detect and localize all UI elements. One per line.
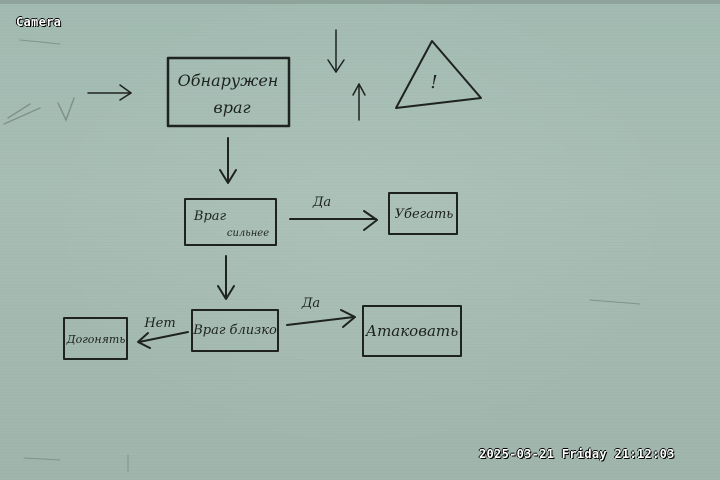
box-attack-label: Атаковать: [365, 322, 459, 340]
yes-label-flee: Да: [312, 195, 331, 210]
box-flee: Убегать: [388, 192, 458, 235]
board-smudge-marks: [23, 454, 129, 473]
arrow-yes-to-attack: Да: [286, 296, 356, 328]
arrow-down-top: [327, 29, 345, 73]
box-enemy-near-label: Враг близко: [192, 323, 277, 338]
arrow-yes-to-flee: Да: [289, 195, 378, 231]
camera-label: Camera: [16, 15, 62, 29]
arrow-left-entry: [87, 84, 132, 101]
erased-scribble: [3, 39, 641, 305]
arrow-detected-to-stronger: [219, 137, 237, 184]
box-enemy-detected-line1: Обнаружен: [178, 71, 279, 90]
warning-exclamation: !: [430, 72, 437, 93]
box-chase: Догонять: [63, 317, 128, 360]
box-enemy-stronger-line1: Враг: [193, 209, 227, 224]
box-flee-label: Убегать: [395, 207, 454, 222]
yes-label-attack: Да: [301, 296, 320, 311]
arrow-up-top: [352, 83, 366, 121]
box-enemy-stronger: Враг сильнее: [184, 198, 277, 246]
box-chase-label: Догонять: [66, 333, 126, 346]
box-enemy-stronger-line2: сильнее: [227, 228, 269, 239]
camera-timestamp: 2025-03-21 Friday 21:12:03: [479, 447, 675, 461]
box-enemy-near: Враг близко: [191, 309, 279, 352]
arrow-stronger-to-near: [217, 255, 235, 300]
board-top-edge: [0, 0, 720, 4]
box-enemy-detected: Обнаружен враг: [166, 56, 291, 128]
box-enemy-detected-line2: враг: [213, 98, 250, 117]
no-label-chase: Нет: [143, 316, 175, 331]
box-attack: Атаковать: [362, 305, 462, 357]
arrow-no-to-chase: Нет: [137, 316, 189, 349]
warning-triangle-icon: !: [395, 40, 482, 109]
